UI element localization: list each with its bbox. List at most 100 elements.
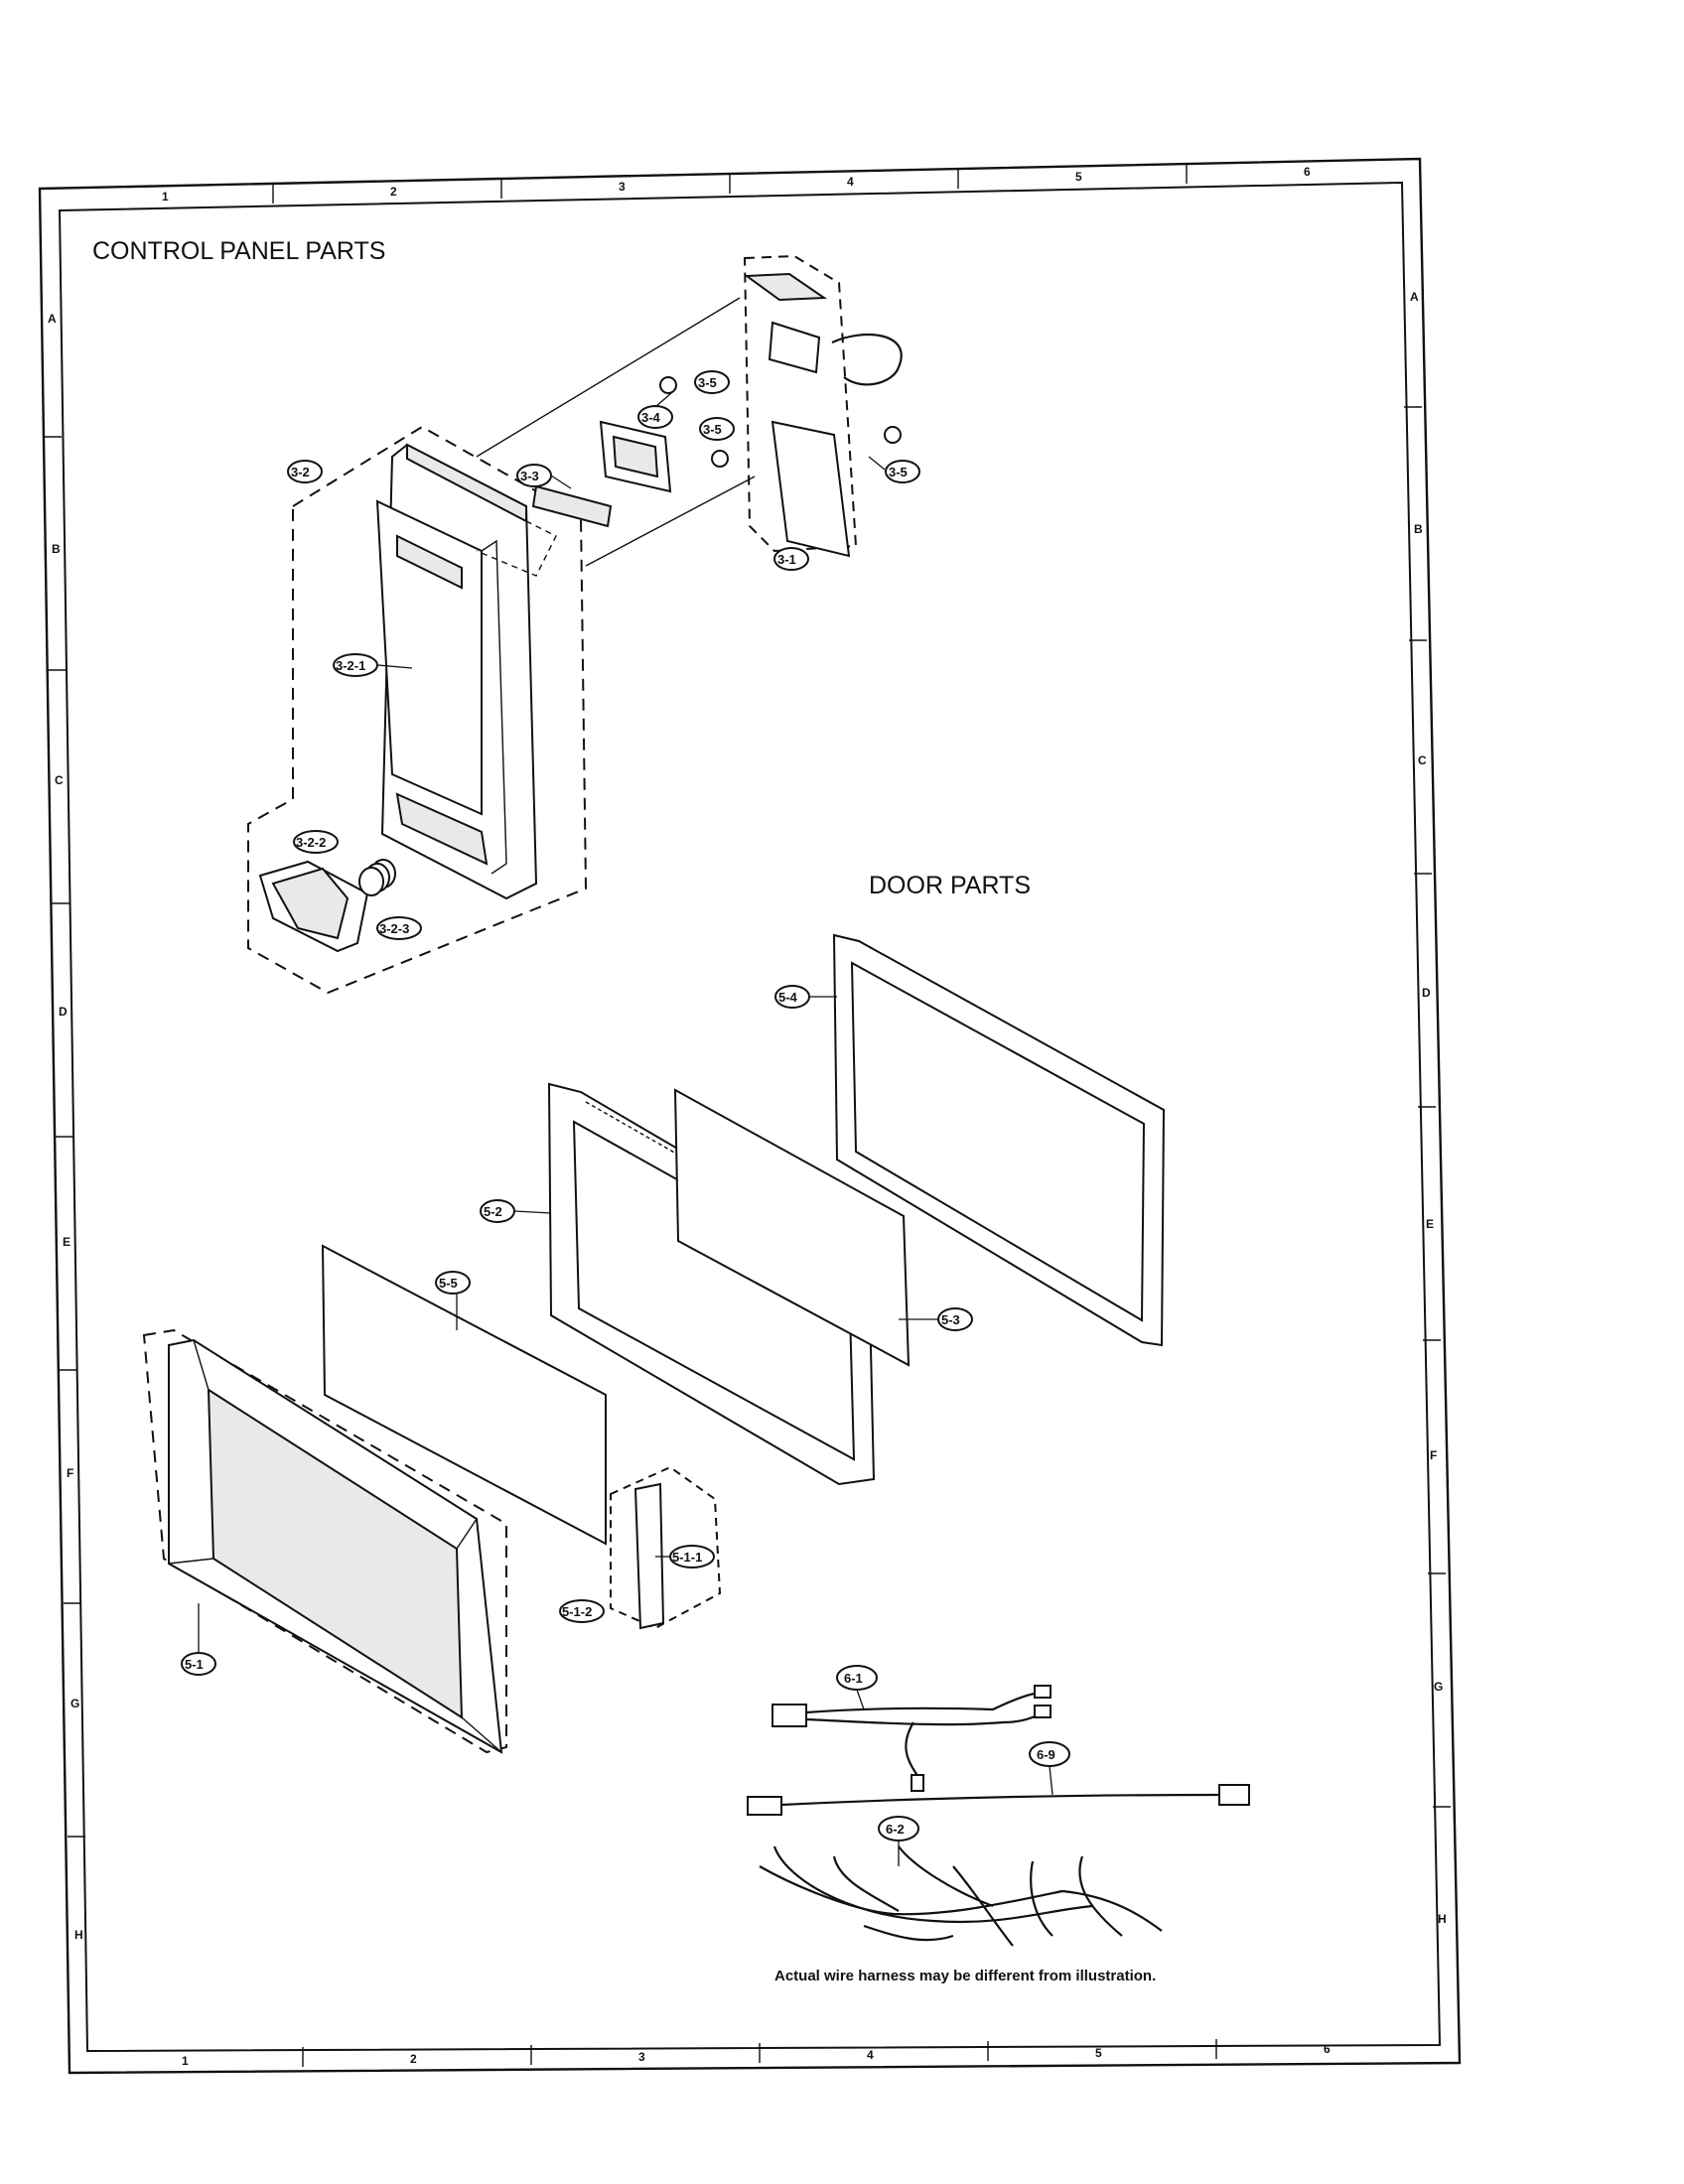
callout-5-3: 5-3 — [937, 1307, 973, 1331]
callout-5-5: 5-5 — [435, 1271, 471, 1295]
grid-row-label: E — [63, 1235, 70, 1249]
callout-3-3: 3-3 — [516, 464, 552, 487]
grid-col-label: 5 — [1075, 170, 1082, 184]
grid-col-label: 4 — [847, 175, 854, 189]
door-choke-cover — [321, 1244, 607, 1546]
control-panel-group-outline — [247, 425, 588, 995]
callout-3-5: 3-5 — [699, 417, 735, 441]
projection-line — [476, 297, 741, 458]
harness-note: Actual wire harness may be different fro… — [774, 1968, 1156, 1984]
callout-5-4: 5-4 — [774, 985, 810, 1009]
callout-6-9: 6-9 — [1029, 1741, 1070, 1767]
control-panel-title: CONTROL PANEL PARTS — [92, 237, 385, 265]
control-bracket — [599, 420, 672, 493]
grid-row-label: D — [59, 1005, 68, 1019]
svg-text:3-5: 3-5 — [889, 465, 908, 479]
grid-row-label: F — [67, 1466, 73, 1480]
screw — [659, 376, 677, 394]
grid-col-label: 4 — [867, 2048, 874, 2062]
svg-text:6-2: 6-2 — [886, 1822, 905, 1837]
svg-text:5-4: 5-4 — [778, 990, 798, 1005]
grid-row-label: H — [1438, 1912, 1447, 1926]
outer-border — [38, 157, 1462, 2075]
grid-row-label: C — [1418, 753, 1427, 767]
ribbon-connector — [744, 272, 828, 302]
svg-text:3-3: 3-3 — [520, 469, 539, 483]
ribbon-cable — [768, 321, 821, 374]
callout-6-1: 6-1 — [836, 1665, 878, 1691]
grid-row-label: B — [52, 542, 61, 556]
callout-5-1: 5-1 — [181, 1652, 216, 1676]
svg-text:6-1: 6-1 — [844, 1671, 863, 1686]
svg-text:3-2-1: 3-2-1 — [336, 658, 365, 673]
grid-col-label: 1 — [182, 2054, 189, 2068]
svg-text:5-1: 5-1 — [185, 1657, 204, 1672]
svg-text:5-2: 5-2 — [484, 1204, 502, 1219]
control-panel-frame — [375, 443, 557, 900]
grid-row-label: H — [74, 1928, 83, 1942]
screw — [884, 426, 902, 444]
inner-border — [58, 181, 1442, 2053]
wire-harness-6-1 — [772, 1685, 1052, 1792]
svg-text:3-4: 3-4 — [641, 410, 661, 425]
svg-text:3-5: 3-5 — [698, 375, 717, 390]
grid-col-label: 1 — [162, 190, 169, 204]
callout-6-2: 6-2 — [878, 1816, 919, 1842]
callout-3-1: 3-1 — [773, 547, 809, 571]
svg-text:5-3: 5-3 — [941, 1312, 960, 1327]
grid-row-label: G — [1434, 1680, 1443, 1694]
grid-col-label: 3 — [619, 180, 626, 194]
door-seal-frame — [832, 933, 1166, 1347]
grid-col-label: 2 — [410, 2052, 417, 2066]
grid-col-label: 6 — [1304, 165, 1311, 179]
callout-3-5: 3-5 — [694, 370, 730, 394]
grid-row-label: E — [1426, 1217, 1434, 1231]
door-screen — [673, 1088, 911, 1367]
svg-text:3-5: 3-5 — [703, 422, 722, 437]
door-outer-group-outline — [142, 1328, 507, 1754]
callout-3-4: 3-4 — [637, 405, 673, 429]
grid-col-label: 5 — [1095, 2046, 1102, 2060]
svg-text:3-1: 3-1 — [777, 552, 796, 567]
projection-line — [585, 476, 756, 567]
door-parts-title: DOOR PARTS — [869, 872, 1031, 899]
callout-5-2: 5-2 — [480, 1199, 515, 1223]
callout-3-2: 3-2 — [287, 460, 323, 483]
callout-3-2-2: 3-2-2 — [293, 830, 339, 854]
callout-3-2-3: 3-2-3 — [376, 916, 422, 940]
door-latch — [633, 1482, 665, 1630]
grid-ticks — [44, 164, 1451, 2067]
knob-housing — [258, 860, 369, 953]
grid-col-label: 3 — [638, 2050, 645, 2064]
svg-text:3-2-3: 3-2-3 — [379, 921, 409, 936]
display-window — [531, 484, 613, 528]
grid-row-label: A — [48, 312, 57, 326]
grid-row-label: B — [1414, 522, 1423, 536]
svg-text:6-9: 6-9 — [1037, 1747, 1055, 1762]
grid-row-label: A — [1410, 290, 1419, 304]
screw — [711, 450, 729, 468]
wire-harness-6-9 — [747, 1784, 1250, 1816]
flex-cable — [831, 333, 903, 386]
control-pcb — [771, 420, 851, 558]
callout-5-1-1: 5-1-1 — [669, 1545, 715, 1569]
door-outer-frame — [168, 1338, 503, 1754]
svg-text:5-1-1: 5-1-1 — [672, 1550, 702, 1565]
svg-text:5-5: 5-5 — [439, 1276, 458, 1291]
latch-group-outline — [610, 1465, 722, 1630]
grid-col-label: 6 — [1324, 2042, 1331, 2056]
callout-5-1-2: 5-1-2 — [559, 1599, 605, 1623]
callout-3-2-1: 3-2-1 — [333, 653, 378, 677]
grid-row-label: G — [70, 1697, 79, 1710]
callout-3-5: 3-5 — [885, 460, 920, 483]
svg-text:3-2: 3-2 — [291, 465, 310, 479]
knob-spring — [358, 859, 396, 896]
grid-row-label: F — [1430, 1448, 1437, 1462]
grid-row-label: D — [1422, 986, 1431, 1000]
grid-col-label: 2 — [390, 185, 397, 199]
svg-text:3-2-2: 3-2-2 — [296, 835, 326, 850]
wire-harness-6-2 — [759, 1845, 1163, 1947]
pcb-group-outline — [743, 254, 858, 553]
grid-row-label: C — [55, 773, 64, 787]
